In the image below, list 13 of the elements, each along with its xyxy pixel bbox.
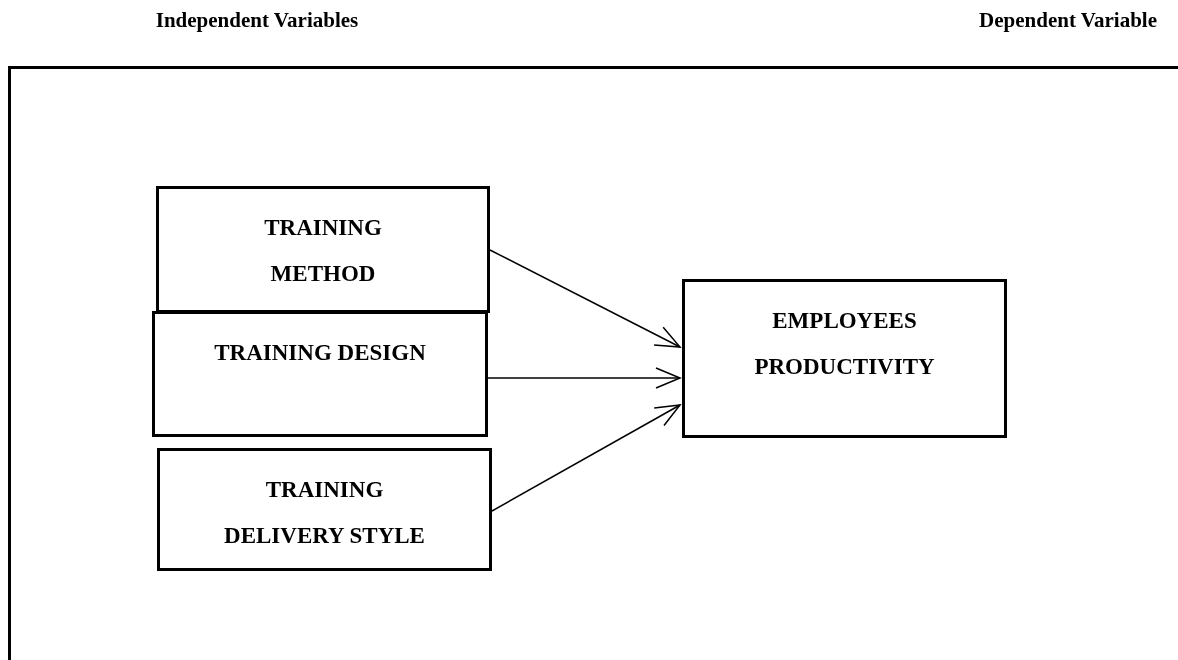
variable-box xyxy=(156,186,490,313)
arrow xyxy=(491,404,681,512)
box-label: EMPLOYEES PRODUCTIVITY xyxy=(753,307,936,381)
arrow xyxy=(489,249,681,348)
column-heading: Independent Variables xyxy=(155,8,359,33)
column-heading: Dependent Variable xyxy=(979,8,1157,33)
arrow xyxy=(487,367,681,389)
box-label: TRAINING DELIVERY STYLE xyxy=(223,476,426,550)
variable-box xyxy=(682,279,1007,438)
variable-box xyxy=(157,448,492,571)
variable-box xyxy=(152,311,488,437)
box-label: TRAINING DESIGN xyxy=(214,339,426,367)
box-label: TRAINING METHOD xyxy=(263,214,383,288)
